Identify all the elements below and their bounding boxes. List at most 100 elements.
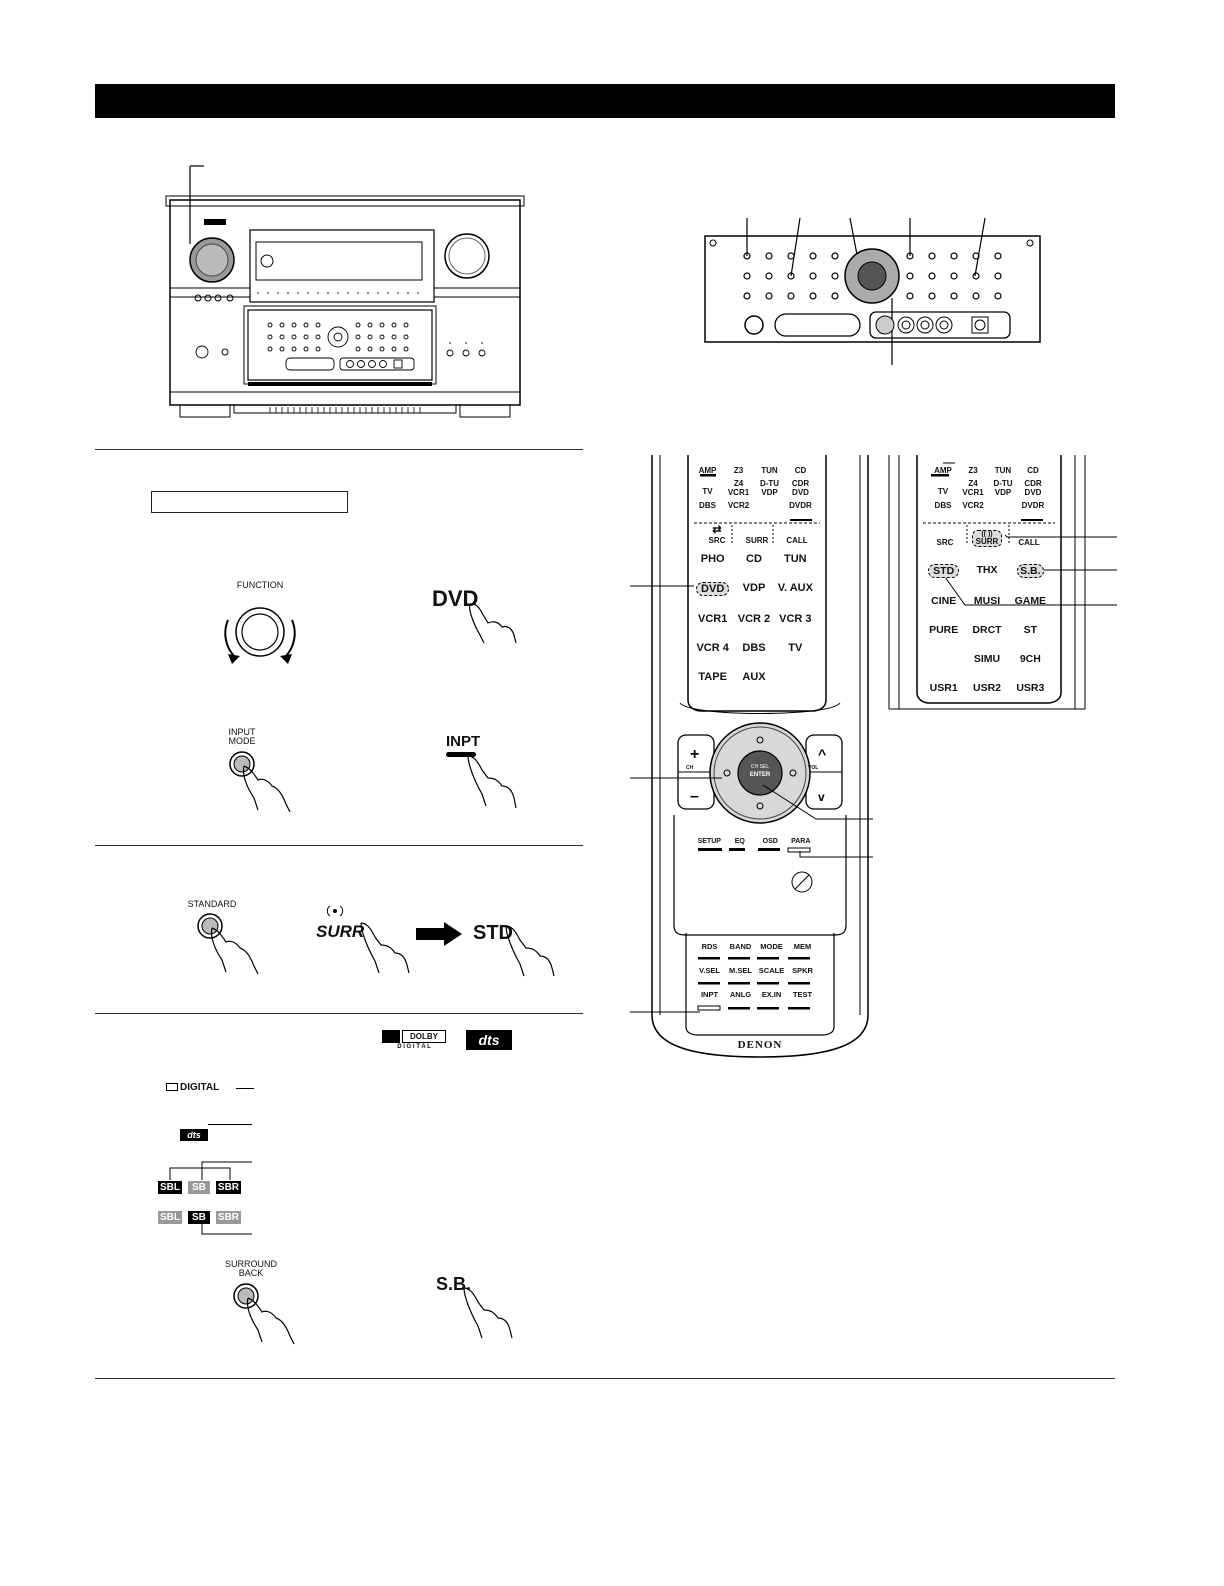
source-vcr3[interactable]: VCR 3: [779, 613, 812, 625]
btn-scale[interactable]: SCALE: [758, 966, 785, 975]
source-dvd[interactable]: DVD: [696, 582, 730, 596]
source-pho[interactable]: PHO: [700, 553, 725, 565]
swap-arrows-icon: ⇄: [712, 524, 722, 536]
legend-line: [208, 1124, 252, 1125]
mode-call[interactable]: CALL: [786, 536, 808, 545]
zone-dbs[interactable]: DBS: [934, 501, 952, 510]
btn-spkr[interactable]: SPKR: [792, 966, 813, 975]
page-bottom-rule: [95, 1378, 1115, 1379]
zone-vcr2[interactable]: VCR2: [962, 501, 984, 510]
surr-cine[interactable]: CINE: [931, 595, 957, 607]
source-tun[interactable]: TUN: [784, 553, 807, 565]
surr-usr3[interactable]: USR3: [1016, 682, 1045, 694]
brand-logo: DENON: [737, 1039, 783, 1051]
zone-tv[interactable]: TV: [937, 487, 949, 496]
mode-surr[interactable]: SURR: [745, 536, 769, 545]
zone-dtu-vdp[interactable]: D-TU VDP: [759, 479, 780, 497]
section-rule: [95, 845, 583, 846]
source-dbs[interactable]: DBS: [742, 642, 766, 654]
surr-usr2[interactable]: USR2: [972, 682, 1001, 694]
source-vcr2[interactable]: VCR 2: [737, 613, 771, 625]
surr-pure[interactable]: PURE: [929, 624, 959, 636]
dolby-double-d-icon: [166, 1083, 178, 1092]
legend-dts: dts: [180, 1129, 208, 1141]
surr-9ch[interactable]: 9CH: [1019, 653, 1041, 665]
source-vcr4[interactable]: VCR 4: [696, 642, 729, 654]
surround-back-button-icon: [233, 1283, 295, 1345]
zone-tun[interactable]: TUN: [994, 466, 1012, 475]
btn-mode[interactable]: MODE: [760, 942, 783, 951]
mode-src[interactable]: SRC: [936, 538, 954, 547]
mode-src[interactable]: ⇄SRC: [697, 523, 737, 545]
zone-empty: [754, 501, 785, 510]
standard-label: STANDARD: [187, 899, 237, 909]
func-eq[interactable]: EQ: [734, 838, 745, 845]
remote-std-key-label: STD: [473, 922, 513, 944]
mode-surr[interactable]: (( ))SURR: [972, 530, 1002, 547]
sbl-inactive-badge: SBL: [158, 1211, 182, 1224]
zone-z3[interactable]: Z3: [733, 466, 744, 475]
btn-msel[interactable]: M.SEL: [729, 966, 752, 975]
surr-usr1[interactable]: USR1: [929, 682, 958, 694]
zone-dvdr[interactable]: DVDR: [1021, 501, 1045, 510]
zone-tv[interactable]: TV: [702, 487, 713, 496]
surround-back-label: SURROUND BACK: [224, 1259, 277, 1279]
source-tv[interactable]: TV: [788, 642, 803, 654]
func-para[interactable]: PARA: [791, 838, 811, 845]
zone-dvdr[interactable]: DVDR: [789, 501, 812, 510]
zone-cd[interactable]: CD: [1027, 466, 1039, 475]
remote-inset-illustration: [888, 455, 1117, 710]
mode-call[interactable]: CALL: [1018, 538, 1040, 547]
zone-dbs[interactable]: DBS: [699, 501, 716, 510]
remote-inpt-key-label: INPT: [446, 733, 481, 750]
remote-control-illustration: + – ^ v: [630, 455, 873, 1058]
source-aux[interactable]: AUX: [742, 671, 766, 683]
zone-amp[interactable]: AMP: [698, 466, 717, 475]
surr-std[interactable]: STD: [928, 564, 960, 578]
dolby-logo-text: DOLBY: [402, 1030, 446, 1043]
zone-amp[interactable]: AMP: [934, 466, 952, 475]
surr-simu[interactable]: SIMU: [973, 653, 1001, 665]
legend-dolby-digital: DIGITAL: [166, 1082, 219, 1093]
source-vaux[interactable]: V. AUX: [777, 582, 813, 594]
zone-z4-vcr1[interactable]: Z4 VCR1: [727, 479, 750, 497]
source-tape[interactable]: TAPE: [698, 671, 727, 683]
remote-source-buttons: PHO CD TUN DVD VDP V. AUX VCR1 VCR 2 VCR…: [692, 553, 816, 683]
zone-z3[interactable]: Z3: [968, 466, 978, 475]
func-osd[interactable]: OSD: [762, 838, 778, 845]
btn-band[interactable]: BAND: [729, 942, 752, 951]
zone-cdr-dvd[interactable]: CDR DVD: [791, 479, 810, 497]
surr-empty: [922, 653, 965, 665]
surr-game[interactable]: GAME: [1014, 595, 1047, 607]
zone-z4-vcr1[interactable]: Z4 VCR1: [962, 479, 984, 497]
btn-test[interactable]: TEST: [792, 990, 813, 999]
surr-thx[interactable]: THX: [976, 564, 998, 576]
btn-rds[interactable]: RDS: [701, 942, 718, 951]
svg-text:v: v: [818, 790, 825, 804]
btn-anlg[interactable]: ANLG: [729, 990, 752, 999]
surr-musi[interactable]: MUSI: [973, 595, 1001, 607]
remote-dvd-key-label: DVD: [432, 586, 479, 611]
zone-vcr2[interactable]: VCR2: [727, 501, 750, 510]
zone-cdr-dvd[interactable]: CDR DVD: [1024, 479, 1042, 497]
sb-row-1: SBL SB SBR: [158, 1181, 242, 1194]
surr-drct[interactable]: DRCT: [972, 624, 1002, 636]
source-vdp[interactable]: VDP: [742, 582, 766, 594]
func-setup[interactable]: SETUP: [697, 838, 721, 845]
source-cd[interactable]: CD: [746, 553, 762, 565]
surr-st[interactable]: ST: [1023, 624, 1038, 636]
btn-inpt[interactable]: INPT: [700, 990, 719, 999]
zone-tun[interactable]: TUN: [761, 466, 778, 475]
btn-exin[interactable]: EX.IN: [761, 990, 782, 999]
surr-sb[interactable]: S.B.: [1016, 564, 1044, 578]
enter-label-2: ENTER: [749, 772, 771, 778]
input-mode-label: INPUT MODE: [228, 727, 256, 747]
pressing-hand-icon: [360, 922, 410, 974]
pressing-hand-icon: [467, 755, 517, 809]
zone-cd[interactable]: CD: [794, 466, 807, 475]
section-header-bar: [95, 84, 1115, 118]
btn-vsel[interactable]: V.SEL: [699, 966, 720, 975]
zone-dtu-vdp[interactable]: D-TU VDP: [993, 479, 1013, 497]
source-vcr1[interactable]: VCR1: [697, 613, 728, 625]
btn-mem[interactable]: MEM: [793, 942, 812, 951]
